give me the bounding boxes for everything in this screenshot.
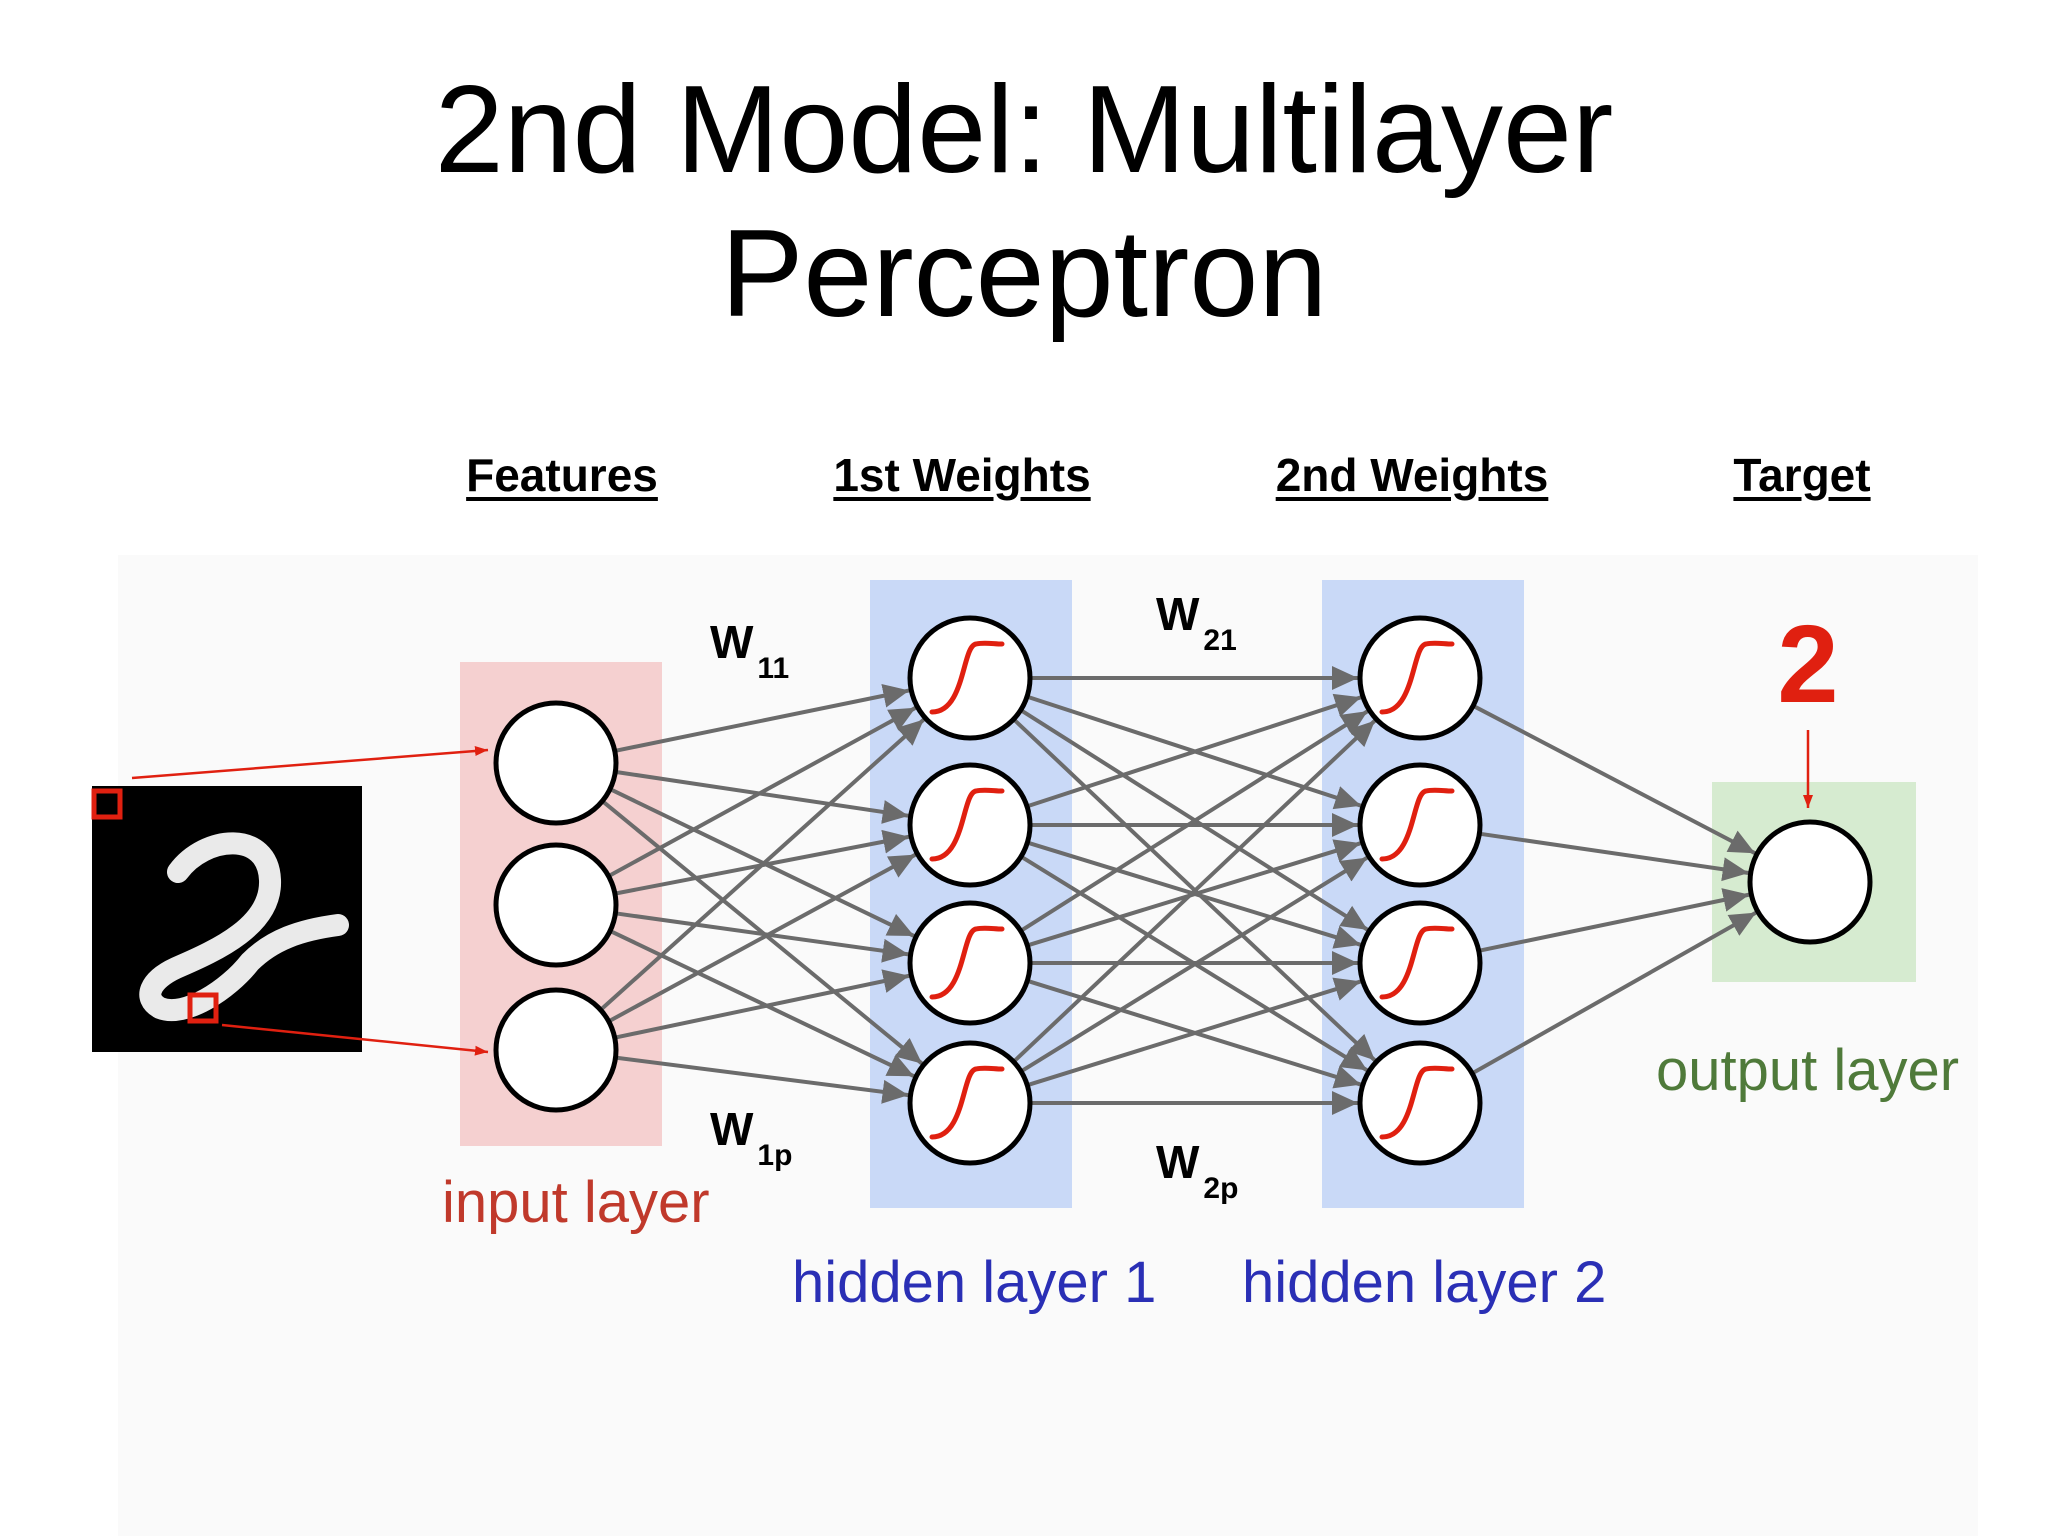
edge-input3-hidden1-4 [615,1055,909,1104]
hidden1-node-4 [907,1040,1033,1166]
sigmoid-icon [1379,640,1455,715]
sigmoid-icon [929,1065,1005,1140]
mnist-digit-image [91,786,362,1052]
edge-hidden1-3-hidden2-2 [1026,839,1362,948]
header-features: Features [466,449,658,501]
edge-hidden1-4-hidden2-1 [1012,719,1377,1064]
hidden2-node-4 [1357,1040,1483,1166]
hidden-layer-2-label: hidden layer 2 [1242,1250,1606,1315]
output-node [1747,819,1873,945]
edge-hidden2-2-output [1479,831,1749,882]
sigmoid-icon [929,787,1005,862]
pixel-to-input-arrow-bottom [221,1023,489,1056]
edge-hidden1-4-hidden2-2 [1019,855,1369,1074]
weight-w1p-label: W1p [710,1103,792,1172]
pixel-to-input-arrow-top [131,746,489,780]
hidden1-node-1 [907,615,1033,741]
input-layer-label: input layer [442,1170,710,1235]
network-nodes [493,615,1873,1166]
hidden1-node-2 [907,762,1033,888]
header-first-weights: 1st Weights [833,449,1091,501]
weight-w2p-label: W2p [1156,1136,1238,1205]
edge-input3-hidden1-1 [599,717,926,1012]
hidden1-node-3 [907,900,1033,1026]
sigmoid-icon [1379,1065,1455,1140]
edge-hidden2-4-output [1471,910,1758,1076]
edge-hidden2-1-output [1472,704,1756,856]
weight-w21-label: W21 [1156,588,1237,657]
sigmoid-icon [1379,787,1455,862]
output-layer-label: output layer [1656,1038,1959,1103]
sigmoid-icon [1379,925,1455,1000]
edge-input2-hidden1-3 [615,911,909,963]
edge-hidden1-4-hidden2-3 [1026,977,1362,1088]
header-target: Target [1733,449,1871,501]
header-second-weights: 2nd Weights [1275,449,1549,501]
edge-hidden2-3-output [1478,888,1750,953]
slide-title-line1: 2nd Model: Multilayer [434,61,1614,199]
sigmoid-icon [929,925,1005,1000]
hidden-layer-1-label: hidden layer 1 [792,1250,1156,1315]
input-node-1 [493,700,619,826]
input-node-2 [493,842,619,968]
edge-hidden1-2-hidden2-1 [1026,693,1362,809]
weight-w11-label: W11 [710,616,789,685]
edge-input1-hidden1-1 [614,683,910,753]
edge-input3-hidden1-3 [614,969,910,1040]
edge-input2-hidden1-1 [607,706,917,878]
pixel-marker-bottom [187,992,219,1024]
pixel-marker-top [91,788,123,820]
hidden2-node-3 [1357,900,1483,1026]
input-node-3 [493,987,619,1113]
edge-hidden1-3-hidden2-1 [1019,709,1369,933]
target-value: 2 [1777,603,1838,726]
hidden2-node-2 [1357,762,1483,888]
hidden2-node-1 [1357,615,1483,741]
connection-edges [599,666,1758,1115]
slide-title-line2: Perceptron [720,205,1328,343]
sigmoid-icon [929,640,1005,715]
edge-input3-hidden1-2 [607,852,917,1024]
